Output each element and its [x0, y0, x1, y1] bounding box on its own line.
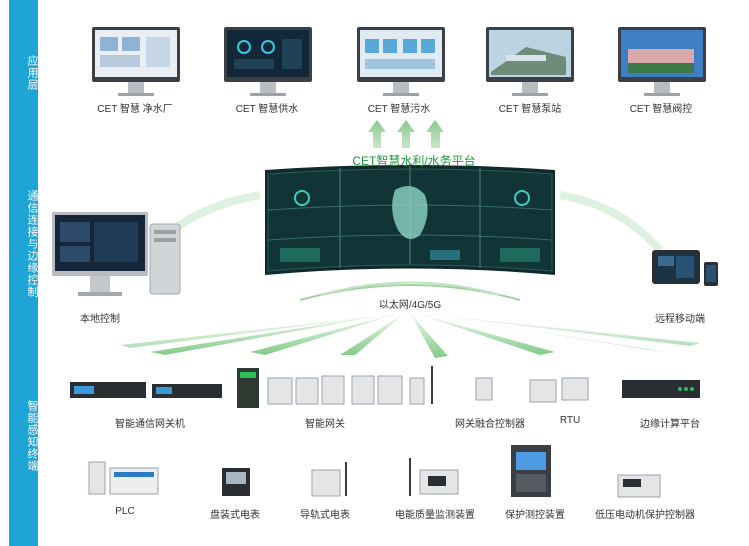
row1-devices	[70, 366, 700, 408]
up-arrow-left	[368, 120, 386, 148]
device-label-din-meter: 导轨式电表	[300, 510, 350, 521]
device-label-protection: 保护测控装置	[505, 510, 565, 521]
device-label-rtu: RTU	[559, 415, 581, 426]
app-label-sewage: CET 智慧污水	[367, 104, 431, 115]
app-label-water-supply: CET 智慧供水	[235, 104, 299, 115]
row2-devices	[88, 445, 661, 498]
network-beams	[120, 313, 700, 358]
up-arrows	[368, 120, 444, 148]
remote-mobile-devices	[652, 250, 718, 286]
app-monitors	[92, 27, 706, 96]
up-arrow-center	[397, 120, 415, 148]
device-label-smart-gateway: 智能网关	[305, 419, 345, 430]
local-control-label: 本地控制	[80, 314, 120, 325]
device-label-fusion-controller: 网关融合控制器	[455, 419, 525, 430]
device-label-edge-computing: 边缘计算平台	[640, 419, 700, 430]
device-label-panel-meter: 盘装式电表	[210, 510, 260, 521]
app-label-water-plant: CET 智慧 净水厂	[97, 104, 173, 115]
application-layer-label: 应用层	[26, 55, 38, 91]
terminal-layer-label: 智能感知终端	[26, 400, 38, 472]
local-control-workstation	[52, 212, 181, 296]
device-label-plc: PLC	[115, 506, 135, 517]
app-label-valve-control: CET 智慧阀控	[629, 104, 693, 115]
platform-title: CET智慧水利/水务平台	[352, 154, 476, 168]
layer-sidebar	[9, 0, 38, 546]
platform-video-wall	[265, 164, 555, 275]
mobile-terminal-label: 远程移动端	[655, 314, 705, 325]
app-label-pump-station: CET 智慧泵站	[498, 104, 562, 115]
device-label-motor-protection: 低压电动机保护控制器	[595, 510, 695, 521]
up-arrow-right	[426, 120, 444, 148]
network-label: 以太网/4G/5G	[378, 300, 442, 311]
communication-layer-label: 通信连接与边缘控制	[26, 190, 38, 298]
device-label-comm-gateway: 智能通信网关机	[115, 419, 185, 430]
device-label-power-quality: 电能质量监测装置	[395, 510, 475, 521]
